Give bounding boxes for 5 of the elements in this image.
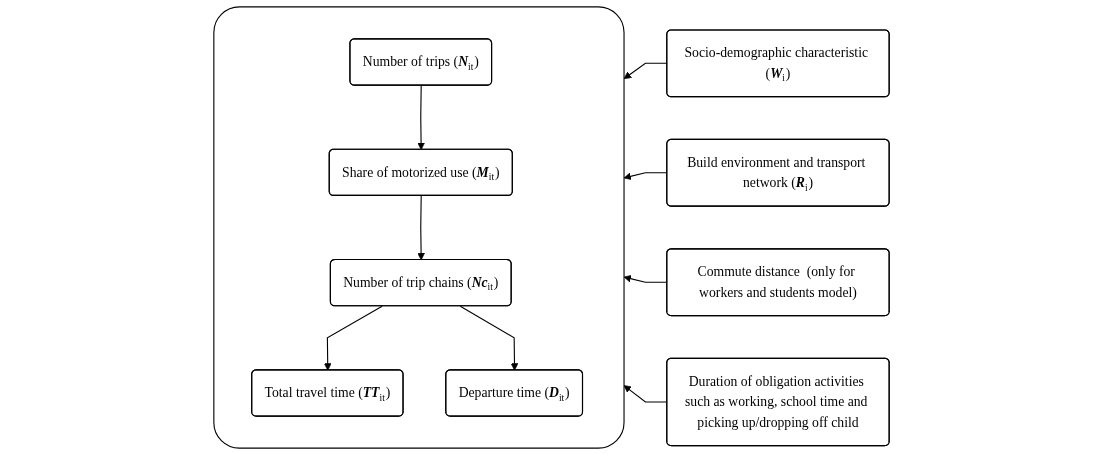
arrow xyxy=(417,195,425,261)
arrow xyxy=(417,84,425,150)
arrow xyxy=(323,305,383,371)
arrow xyxy=(459,305,519,371)
cluster xyxy=(213,6,625,449)
